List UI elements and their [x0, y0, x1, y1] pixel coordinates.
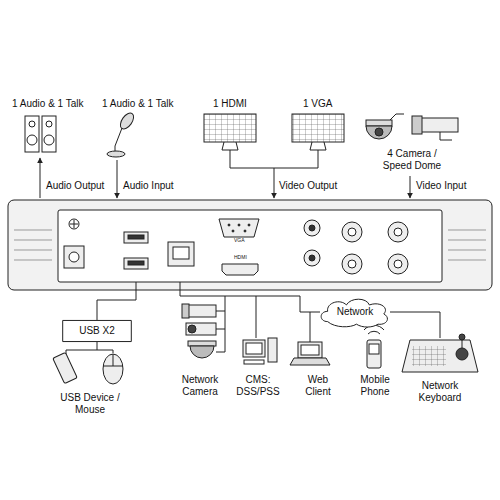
node-text: Network: [337, 306, 374, 318]
rear-panel: [8, 200, 492, 290]
port-group-box: USB X2: [62, 320, 132, 342]
signal-arrows: [40, 150, 410, 198]
device-label: Network Camera: [173, 374, 227, 398]
device-label: 1 Audio & 1 Talk: [102, 98, 174, 110]
device-label: CMS: DSS/PSS: [230, 374, 286, 398]
node-text: USB X2: [79, 325, 115, 337]
port-label: HDMI: [234, 254, 247, 260]
bottom-devices: [53, 304, 478, 384]
port-label: VGA: [234, 237, 245, 243]
device-label: Video Input: [416, 180, 466, 192]
device-label: Web Client: [298, 374, 338, 398]
device-label: Mobile Phone: [355, 374, 395, 398]
device-label: Audio Input: [123, 180, 174, 192]
device-label: 4 Camera / Speed Dome: [380, 148, 444, 172]
device-label: 1 Audio & 1 Talk: [12, 98, 84, 110]
device-label: USB Device / Mouse: [59, 392, 121, 416]
device-label: 1 VGA: [303, 98, 332, 110]
device-label: Video Output: [279, 180, 337, 192]
device-label: Audio Output: [46, 180, 104, 192]
bottom-wiring: [66, 282, 440, 354]
network-cloud: Network: [319, 296, 391, 328]
device-label: Network Keyboard: [409, 380, 471, 404]
device-label: 1 HDMI: [213, 98, 247, 110]
